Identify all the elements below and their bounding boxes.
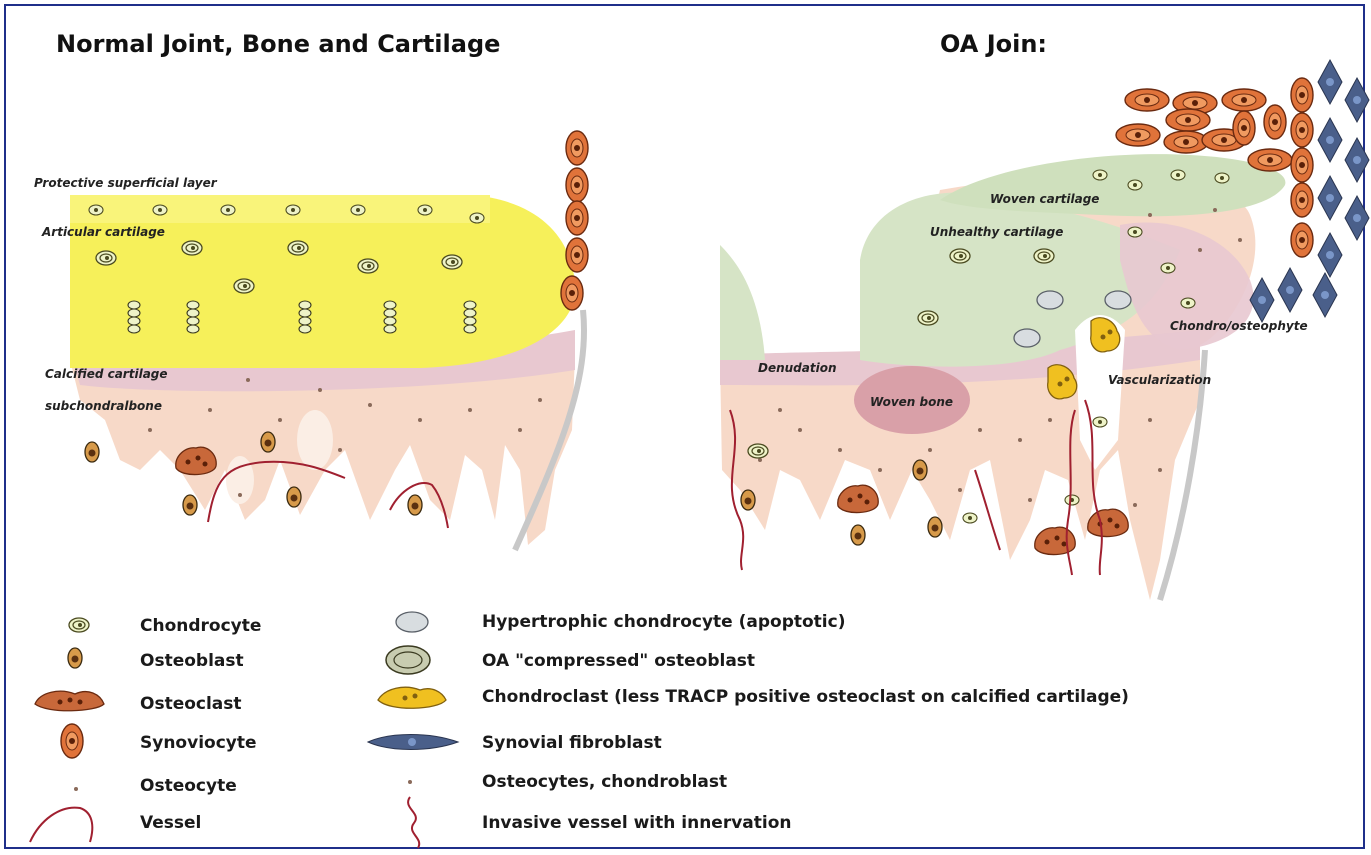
legend-label-osteocyte: Osteocyte	[140, 776, 237, 796]
normal-title: Normal Joint, Bone and Cartilage	[56, 30, 500, 58]
oa-cartilage-fragment	[720, 245, 765, 360]
label-woven-cartilage: Woven cartilage	[990, 192, 1099, 206]
legend-right-labels: Hypertrophic chondrocyte (apoptotic) OA …	[482, 612, 1129, 833]
legend-left-labels: Chondrocyte Osteoblast Osteoclast Synovi…	[140, 616, 261, 833]
osteoclast-icon	[35, 691, 104, 711]
label-unhealthy-cartilage: Unhealthy cartilage	[930, 225, 1063, 239]
oa-title: OA Join:	[940, 30, 1047, 58]
legend-left-icons	[30, 618, 104, 842]
legend-label-hypertrophic: Hypertrophic chondrocyte (apoptotic)	[482, 612, 845, 632]
legend-label-compressed-osteoblast: OA "compressed" osteoblast	[482, 651, 755, 671]
label-articular-cartilage: Articular cartilage	[41, 225, 165, 239]
chondroclast-icon	[378, 687, 446, 708]
synovial-fibroblast-icon	[368, 735, 458, 750]
legend-label-vessel: Vessel	[140, 813, 201, 833]
oa-woven-cartilage	[940, 154, 1285, 216]
label-calcified-cartilage: Calcified cartilage	[45, 367, 168, 381]
vessel-icon	[30, 808, 92, 842]
legend-label-osteocytes-chondroblast: Osteocytes, chondroblast	[482, 772, 727, 792]
label-denudation: Denudation	[758, 361, 837, 375]
osteocyte-icon	[74, 787, 78, 791]
label-chondro-osteophyte: Chondro/osteophyte	[1170, 319, 1308, 333]
hypertrophic-chondrocyte-icon	[396, 612, 428, 632]
legend-label-osteoblast: Osteoblast	[140, 651, 244, 671]
label-vascularization: Vascularization	[1108, 373, 1211, 387]
compressed-osteoblast-icon	[386, 646, 430, 674]
legend-label-synoviocyte: Synoviocyte	[140, 733, 257, 753]
label-woven-bone: Woven bone	[870, 395, 953, 409]
legend-label-chondrocyte: Chondrocyte	[140, 616, 261, 636]
normal-synoviocytes	[561, 131, 588, 310]
label-subchondral-bone: subchondralbone	[45, 399, 162, 413]
invasive-vessel-icon	[408, 797, 419, 848]
legend-label-invasive-vessel: Invasive vessel with innervation	[482, 813, 792, 833]
legend-right-icons	[368, 612, 458, 848]
osteocytes-chondroblast-icon	[408, 780, 412, 784]
legend-label-osteoclast: Osteoclast	[140, 694, 242, 714]
synoviocyte-icon	[61, 724, 83, 758]
chondrocyte-icon	[69, 618, 89, 632]
label-protective-layer: Protective superficial layer	[34, 176, 218, 190]
legend-label-synovial-fibroblast: Synovial fibroblast	[482, 733, 662, 753]
osteoblast-icon	[68, 648, 82, 668]
legend-label-chondroclast: Chondroclast (less TRACP positive osteoc…	[482, 687, 1129, 707]
